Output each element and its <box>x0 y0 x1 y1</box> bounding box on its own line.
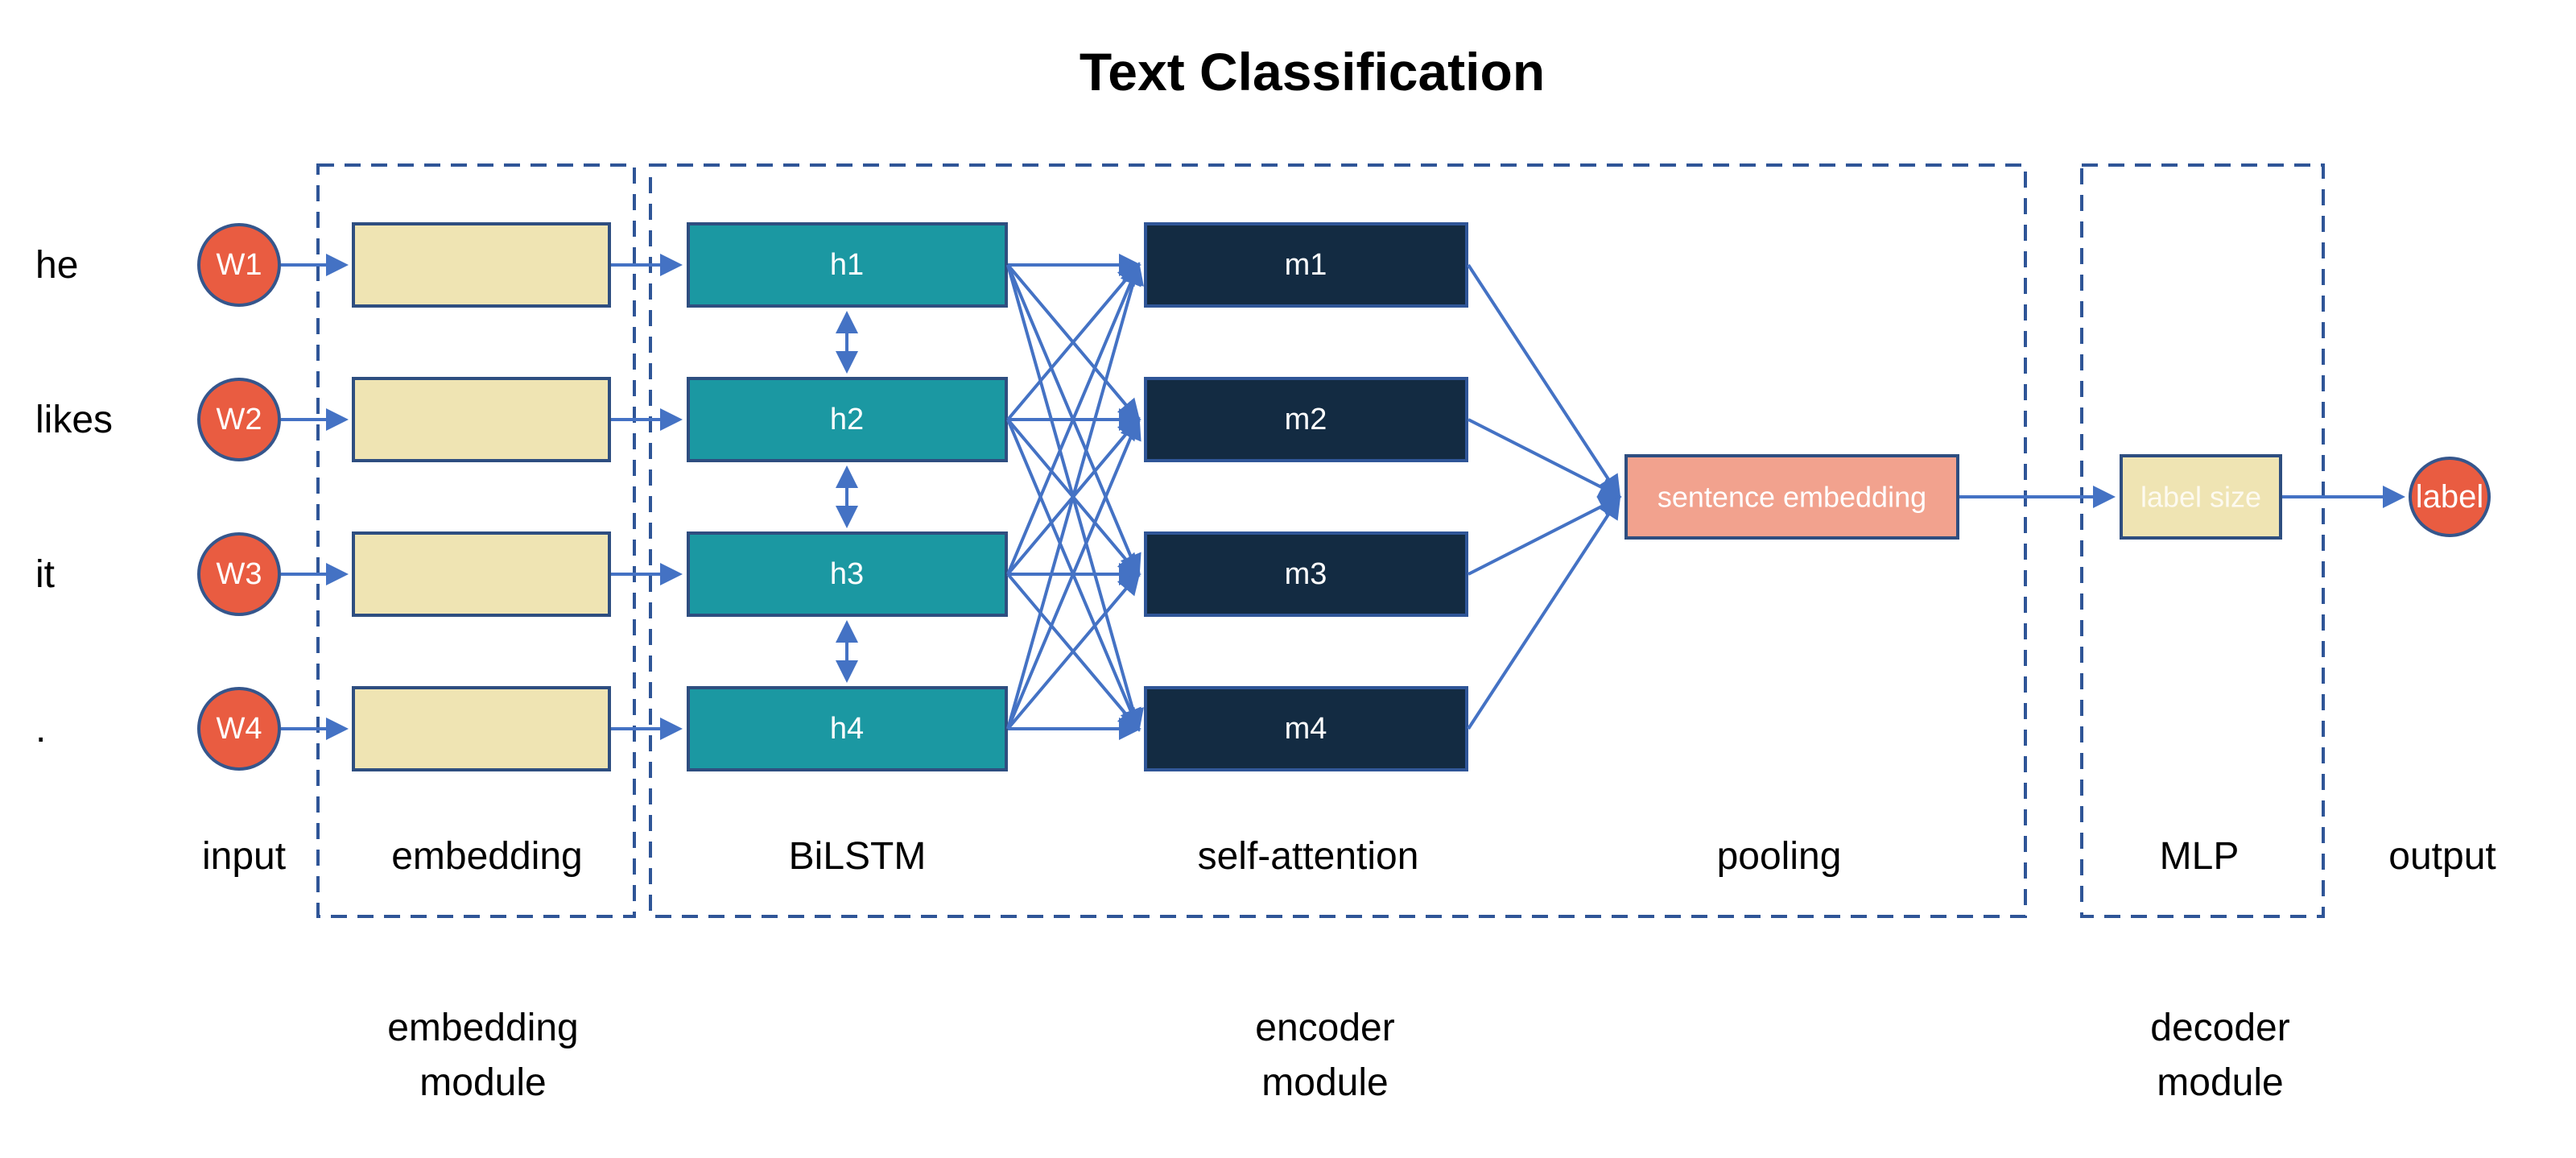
token-circle-label: W3 <box>217 557 262 591</box>
word-label: likes <box>35 399 113 441</box>
hidden-state-box <box>687 222 1008 308</box>
decoder-module-label-line2: module <box>2157 1061 2283 1104</box>
output-label-text: label <box>2416 479 2484 515</box>
row-3: it W3 h3 m3 <box>35 531 1468 617</box>
attention-box <box>1144 377 1468 462</box>
token-circle <box>197 223 281 307</box>
pooling-line <box>1467 495 1621 730</box>
stage-label-pooling: pooling <box>1717 835 1842 878</box>
hidden-state-label: h3 <box>830 557 864 591</box>
row-1: he W1 h1 m1 <box>35 222 1468 308</box>
hidden-state-label: h2 <box>830 403 864 436</box>
decoder-module-label-line1: decoder <box>2150 1007 2289 1049</box>
token-circle <box>197 378 281 461</box>
word-label: he <box>35 244 78 287</box>
word-label: . <box>35 708 46 751</box>
pooling-line <box>1468 418 1622 498</box>
embedding-box <box>352 686 611 771</box>
embedding-module-frame <box>316 163 636 918</box>
word-label: it <box>35 553 55 596</box>
pooling-line <box>1468 496 1622 576</box>
token-circle-label: W1 <box>217 248 262 282</box>
decoder-module-frame <box>2080 163 2325 918</box>
stage-label-mlp: MLP <box>2160 835 2240 878</box>
label-size-box <box>2120 454 2282 540</box>
attention-label: m2 <box>1285 403 1327 436</box>
pooling-line <box>1467 263 1621 498</box>
hidden-state-label: h1 <box>830 248 864 282</box>
h-to-m-connections <box>1006 254 1144 740</box>
token-circle <box>197 532 281 616</box>
embedding-module-label-line1: embedding <box>387 1007 579 1049</box>
attention-box <box>1144 222 1468 308</box>
connection-line <box>1006 262 1141 421</box>
sentence-embedding-label: sentence embedding <box>1657 481 1926 514</box>
token-circle-label: W4 <box>217 712 262 746</box>
attention-label: m4 <box>1285 712 1327 746</box>
connection-line <box>1006 416 1141 730</box>
stage-label-output: output <box>2388 835 2496 878</box>
connection-line <box>1006 262 1141 575</box>
embedding-module-label-line2: module <box>419 1061 546 1104</box>
connection-line <box>1006 571 1141 730</box>
attention-label: m1 <box>1285 248 1327 282</box>
stage-label-input: input <box>202 835 286 878</box>
token-circle <box>197 687 281 771</box>
label-size-label: label size <box>2140 481 2261 514</box>
m-to-pooling-connections <box>1467 263 1622 730</box>
encoder-module-label-line1: encoder <box>1255 1007 1394 1049</box>
token-circle-label: W2 <box>217 403 262 436</box>
stage-labels: input embedding BiLSTM self-attention po… <box>202 835 2496 878</box>
connection-line <box>1006 262 1144 730</box>
row-2: likes W2 h2 m2 <box>35 377 1468 462</box>
hidden-state-label: h4 <box>830 712 864 746</box>
embedding-box <box>352 222 611 308</box>
attention-label: m3 <box>1285 557 1327 591</box>
stage-label-embedding: embedding <box>391 835 583 878</box>
output-label-circle <box>2409 457 2491 537</box>
stage-label-self-attention: self-attention <box>1198 835 1419 878</box>
attention-box <box>1144 686 1468 771</box>
embedding-box <box>352 531 611 617</box>
stage-label-bilstm: BiLSTM <box>789 835 927 878</box>
attention-box <box>1144 531 1468 617</box>
hidden-state-box <box>687 686 1008 771</box>
hidden-state-box <box>687 377 1008 462</box>
sentence-embedding-box <box>1624 454 1959 540</box>
encoder-module-label-line2: module <box>1261 1061 1388 1104</box>
module-labels: embedding module encoder module decoder … <box>387 1007 2290 1104</box>
diagram-title: Text Classification <box>1080 42 1545 101</box>
embedding-box <box>352 377 611 462</box>
hidden-state-box <box>687 531 1008 617</box>
row-4: . W4 h4 m4 <box>35 686 1468 771</box>
